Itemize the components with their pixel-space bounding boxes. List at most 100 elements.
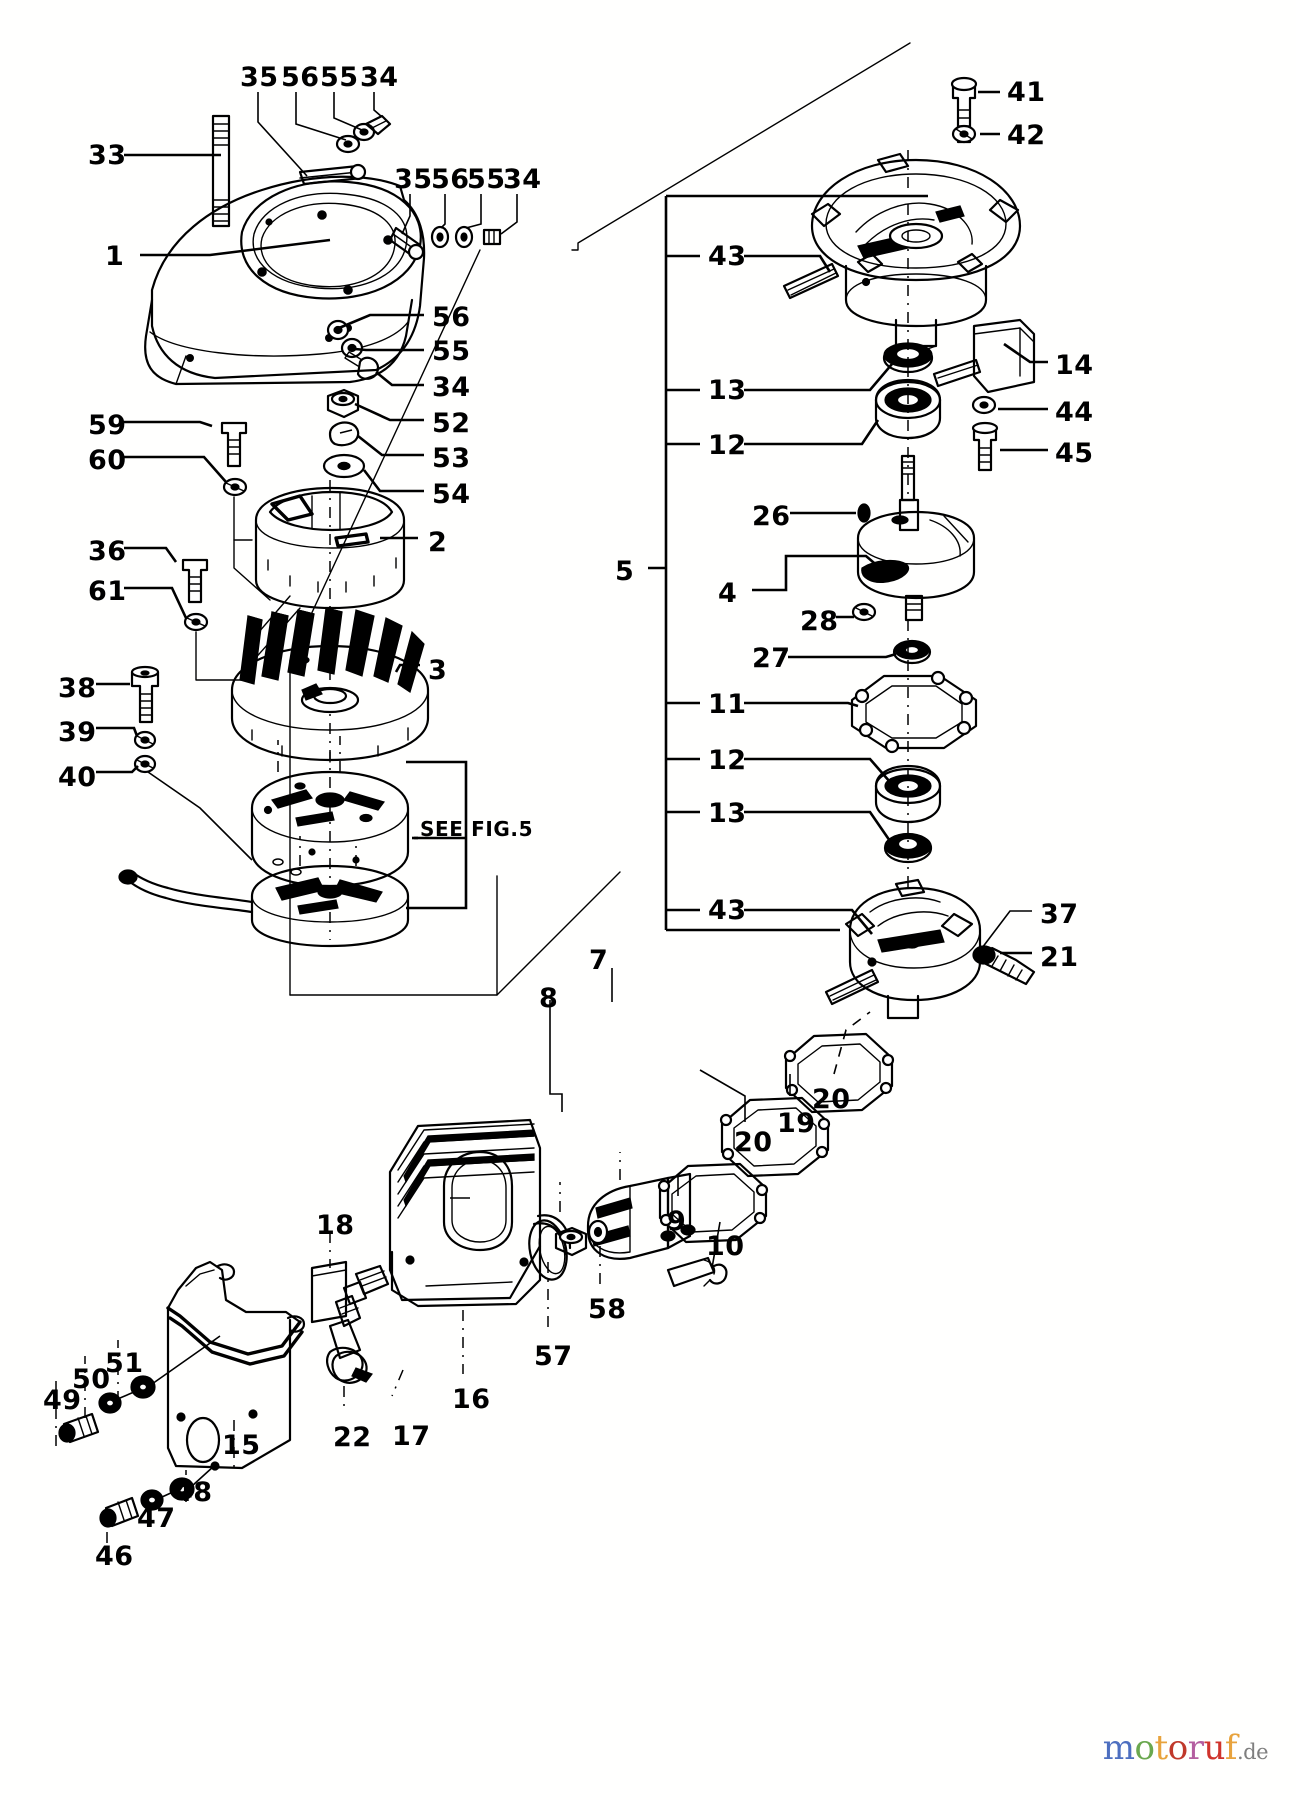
callout-4-crankshaft: 4 <box>718 578 738 609</box>
callout-59-starter-pulley: 59 <box>88 410 127 441</box>
callout-44-crankcase-upper: 44 <box>1055 397 1094 428</box>
leaders-flywheel <box>96 663 420 866</box>
callout-17-cylinder: 17 <box>392 1421 431 1452</box>
callout-57-cylinder: 57 <box>534 1341 573 1372</box>
callout-15-shroud: 15 <box>222 1430 261 1461</box>
watermark-tld: .de <box>1236 1740 1269 1764</box>
leaders-crankshaft <box>648 511 897 659</box>
callout-55-fan-cover: 55 <box>432 336 471 367</box>
callout-47-shroud: 47 <box>137 1503 176 1534</box>
callout-50-shroud: 50 <box>72 1364 111 1395</box>
leaders-crankcase-lower <box>744 701 1032 955</box>
callout-37-crankcase-lower: 37 <box>1040 899 1079 930</box>
fasteners-right <box>430 225 502 249</box>
callout-10-piston: 10 <box>706 1231 745 1262</box>
callout-36-flywheel: 36 <box>88 536 127 567</box>
flywheel-assembly <box>118 607 468 948</box>
callout-19-gaskets: 19 <box>777 1108 816 1139</box>
part-33-stud <box>211 114 231 228</box>
part-7-piston <box>586 1172 696 1260</box>
part-43-pin-upper <box>782 262 840 300</box>
piston-assembly <box>528 1032 895 1288</box>
callout-22-cylinder: 22 <box>333 1422 372 1453</box>
callout-49-shroud: 49 <box>43 1385 82 1416</box>
leaders-piston <box>549 968 871 1269</box>
shroud-assembly <box>58 1260 306 1528</box>
leaders-starter-pulley <box>124 402 424 619</box>
callout-56-fan-cover: 56 <box>432 302 471 333</box>
callout-8-piston: 8 <box>539 983 559 1014</box>
callout-7-piston: 7 <box>589 945 609 976</box>
callout-55-fan-cover: 55 <box>320 62 359 93</box>
callout-46-shroud: 46 <box>95 1541 134 1572</box>
callout-9-piston: 9 <box>667 1206 687 1237</box>
callout-5-crankshaft: 5 <box>615 556 635 587</box>
crankcase-upper-assembly <box>782 76 1036 500</box>
callout-48-shroud: 48 <box>174 1477 213 1508</box>
fan-cover-assembly <box>144 114 502 386</box>
watermark-letter-m: m <box>1102 1728 1135 1768</box>
leaders-fan-cover <box>124 92 518 387</box>
callout-56-fan-cover: 56 <box>431 164 470 195</box>
callout-56-fan-cover: 56 <box>281 62 320 93</box>
callout-3-flywheel: 3 <box>428 655 448 686</box>
leaders-crankcase-upper <box>664 90 1048 932</box>
callout-43-crankcase-upper: 43 <box>708 241 747 272</box>
callout-16-cylinder: 16 <box>452 1384 491 1415</box>
leaders-cylinder-shroud <box>55 1197 601 1558</box>
fasteners-lower <box>326 319 380 380</box>
callout-21-crankcase-lower: 21 <box>1040 942 1079 973</box>
part-10-circlip <box>703 1263 728 1287</box>
callout-20-gaskets: 20 <box>734 1127 773 1158</box>
callout-55-fan-cover: 55 <box>467 164 506 195</box>
part-14-module <box>932 318 1036 394</box>
callout-34-fan-cover: 34 <box>503 164 542 195</box>
crankshaft-assembly <box>851 454 976 665</box>
callout-14-crankcase-upper: 14 <box>1055 350 1094 381</box>
callout-54-starter-pulley: 54 <box>432 479 471 510</box>
callout-34-fan-cover: 34 <box>360 62 399 93</box>
callout-18-cylinder: 18 <box>316 1210 355 1241</box>
callout-41-crankcase-upper: 41 <box>1007 77 1046 108</box>
callout-61-flywheel: 61 <box>88 576 127 607</box>
watermark-letter-u: u <box>1203 1728 1225 1768</box>
callout-1-fan-cover: 1 <box>105 241 125 272</box>
watermark-letter-o1: o <box>1134 1728 1155 1768</box>
fasteners-top <box>335 114 392 154</box>
callout-13-crankcase-upper: 13 <box>708 375 747 406</box>
callout-20-gaskets: 20 <box>812 1084 851 1115</box>
callout-27-crankshaft: 27 <box>752 643 791 674</box>
callout-28-crankshaft: 28 <box>800 606 839 637</box>
callout-38-flywheel: 38 <box>58 673 97 704</box>
callout-35-fan-cover: 35 <box>394 164 433 195</box>
callout-11-crankcase-lower: 11 <box>708 689 747 720</box>
callout-60-starter-pulley: 60 <box>88 445 127 476</box>
starter-pulley-assembly <box>181 388 406 940</box>
part-22-cap <box>326 1346 364 1382</box>
watermark-letter-f: f <box>1224 1728 1238 1768</box>
part-8-piston-rings <box>528 1214 572 1281</box>
callout-58-cylinder: 58 <box>588 1294 627 1325</box>
callout-13-crankcase-lower: 13 <box>708 798 747 829</box>
callout-52-starter-pulley: 52 <box>432 408 471 439</box>
callout-35-fan-cover: 35 <box>240 62 279 93</box>
callout-26-crankshaft: 26 <box>752 501 791 532</box>
callout-45-crankcase-upper: 45 <box>1055 438 1094 469</box>
part-43-pin-lower <box>824 968 880 1006</box>
callout-34-fan-cover: 34 <box>432 372 471 403</box>
callout-33-fan-cover: 33 <box>88 140 127 171</box>
callout-12-crankcase-upper: 12 <box>708 430 747 461</box>
callout-51-shroud: 51 <box>105 1348 144 1379</box>
watermark-letter-o2: o <box>1167 1728 1188 1768</box>
callout-43-crankcase-lower: 43 <box>708 895 747 926</box>
crankcase-lower-assembly <box>824 660 1036 1020</box>
callout-12-crankcase-lower: 12 <box>708 745 747 776</box>
motoruf-watermark: motoruf.de <box>1102 1728 1269 1768</box>
part-11-gasket <box>850 670 978 754</box>
see-figure-note: SEE FIG.5 <box>420 817 534 841</box>
callout-2-starter-pulley: 2 <box>428 527 448 558</box>
cylinder-assembly <box>310 1118 609 1384</box>
gaskets-19-20 <box>657 1032 895 1244</box>
